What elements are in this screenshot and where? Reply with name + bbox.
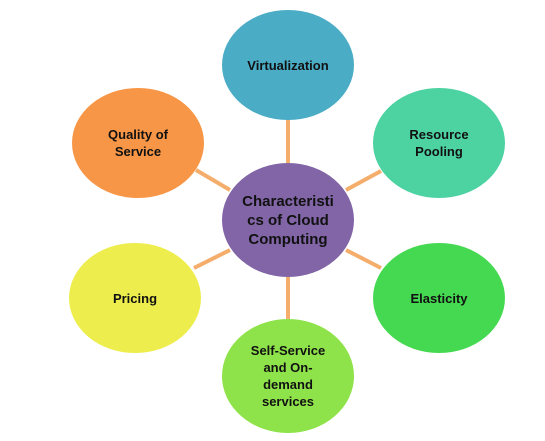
node-pricing: Pricing [69,243,201,353]
hub-node: Characteristi cs of Cloud Computing [222,163,354,277]
connector-elasticity [345,248,382,270]
connector-resource-pooling [345,169,382,192]
hub-node-label: Characteristi cs of Cloud Computing [242,192,334,248]
connector-pricing [193,248,231,270]
node-pricing-label: Pricing [112,290,158,306]
node-quality-of-service-label: Quality of Service [108,127,168,159]
node-elasticity-label: Elasticity [410,290,468,306]
node-quality-of-service: Quality of Service [72,88,204,198]
node-elasticity: Elasticity [373,243,505,353]
node-virtualization-label: Virtualization [247,57,329,73]
node-resource-pooling-label: Resource Pooling [409,127,469,159]
node-self-service: Self-Service and On-demand services [222,319,354,433]
node-resource-pooling: Resource Pooling [373,88,505,198]
node-self-service-label: Self-Service and On-demand services [250,343,326,409]
connector-quality-of-service [194,168,232,192]
node-virtualization: Virtualization [222,10,354,120]
